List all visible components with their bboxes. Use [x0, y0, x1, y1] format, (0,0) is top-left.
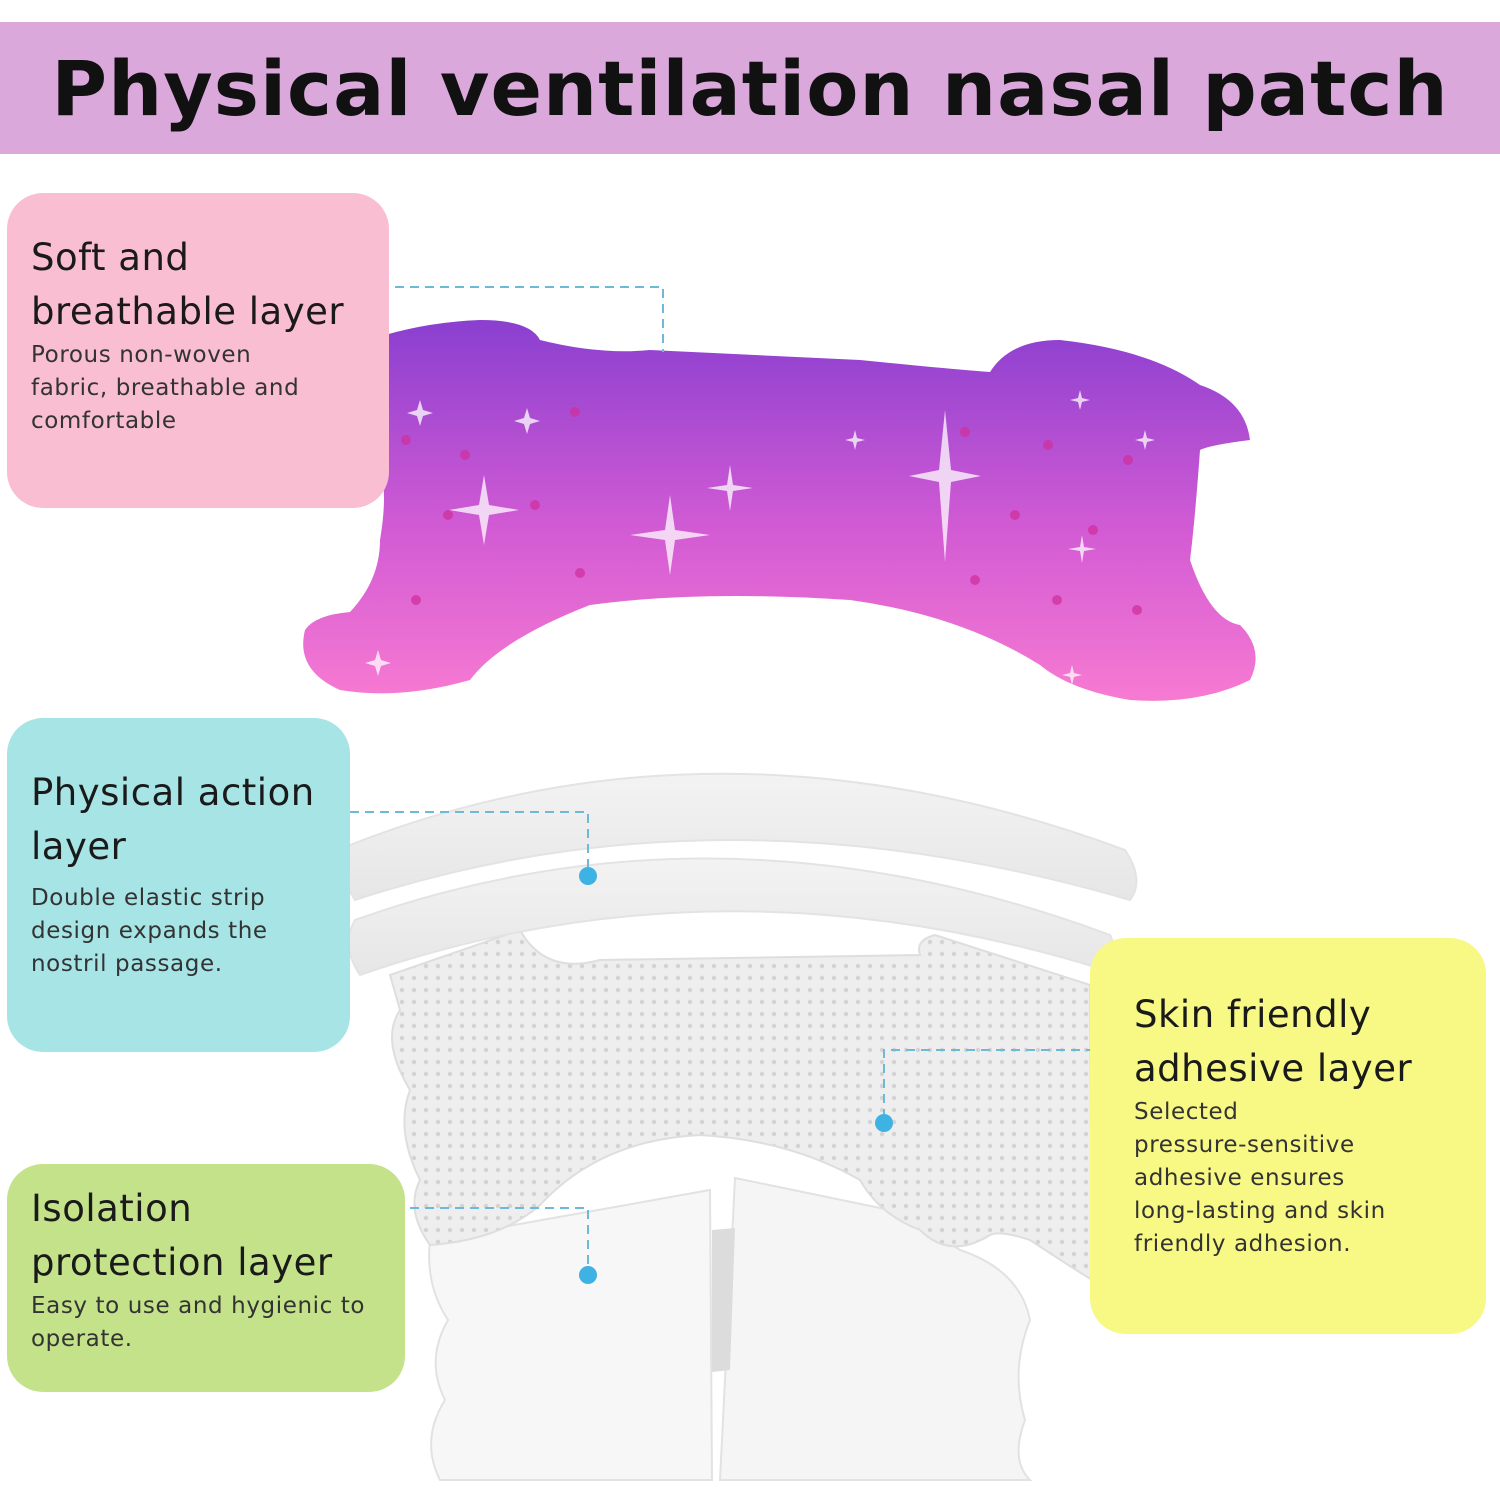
adhesive-layer-title-line-1: Skin friendly: [1134, 993, 1372, 1036]
adhesive-layer-desc-line-4: long-lasting and skin: [1134, 1198, 1386, 1224]
adhesive-layer-title-line-2: adhesive layer: [1134, 1047, 1413, 1090]
page-title: Physical ventilation nasal patch: [51, 43, 1449, 133]
breathable-fabric-patch: [303, 320, 1256, 701]
adhesive-layer-desc-line-3: adhesive ensures: [1134, 1165, 1345, 1191]
action-layer-desc-line-2: design expands the: [31, 918, 268, 944]
leader-lines: [290, 286, 1110, 1270]
soft-layer-desc-line-3: comfortable: [31, 408, 177, 434]
soft-layer-desc-line-1: Porous non-woven: [31, 342, 252, 368]
adhesive-layer-desc-line-5: friendly adhesion.: [1134, 1231, 1352, 1257]
physical-action-layer-card: Physical action layer Double elastic str…: [7, 718, 350, 1052]
isolation-layer-title-line-2: protection layer: [31, 1241, 333, 1284]
soft-layer-desc-line-2: fabric, breathable and: [31, 375, 300, 401]
isolation-liner: [428, 1176, 1033, 1481]
action-layer-title-line-1: Physical action: [31, 771, 315, 814]
isolation-protection-layer-card: Isolation protection layer Easy to use a…: [7, 1164, 405, 1392]
adhesive-layer-leader: [883, 1049, 1110, 1118]
adhesive-mesh-patch: [388, 928, 1094, 1282]
action-layer-title-line-2: layer: [31, 825, 127, 868]
isolation-layer-desc-line-2: operate.: [31, 1326, 133, 1352]
title-banner: Physical ventilation nasal patch: [0, 22, 1500, 154]
isolation-layer-title-line-1: Isolation: [31, 1187, 193, 1230]
isolation-layer-marker: [579, 1266, 597, 1284]
action-layer-marker: [579, 867, 597, 885]
soft-layer-title-line-1: Soft and: [31, 236, 190, 279]
elastic-strips: [342, 772, 1138, 977]
isolation-layer-desc-line-1: Easy to use and hygienic to: [31, 1293, 366, 1319]
adhesive-layer-marker: [875, 1114, 893, 1132]
adhesive-layer-desc-line-1: Selected: [1134, 1099, 1239, 1125]
adhesive-layer-desc-line-2: pressure-sensitive: [1134, 1132, 1355, 1158]
action-layer-desc-line-3: nostril passage.: [31, 951, 223, 977]
soft-layer-title-line-2: breathable layer: [31, 290, 345, 333]
soft-breathable-layer-card: Soft and breathable layer Porous non-wov…: [7, 193, 389, 508]
action-layer-desc-line-1: Double elastic strip: [31, 885, 266, 911]
action-layer-leader: [290, 811, 589, 870]
skin-friendly-adhesive-layer-card: Skin friendly adhesive layer Selected pr…: [1090, 938, 1486, 1334]
